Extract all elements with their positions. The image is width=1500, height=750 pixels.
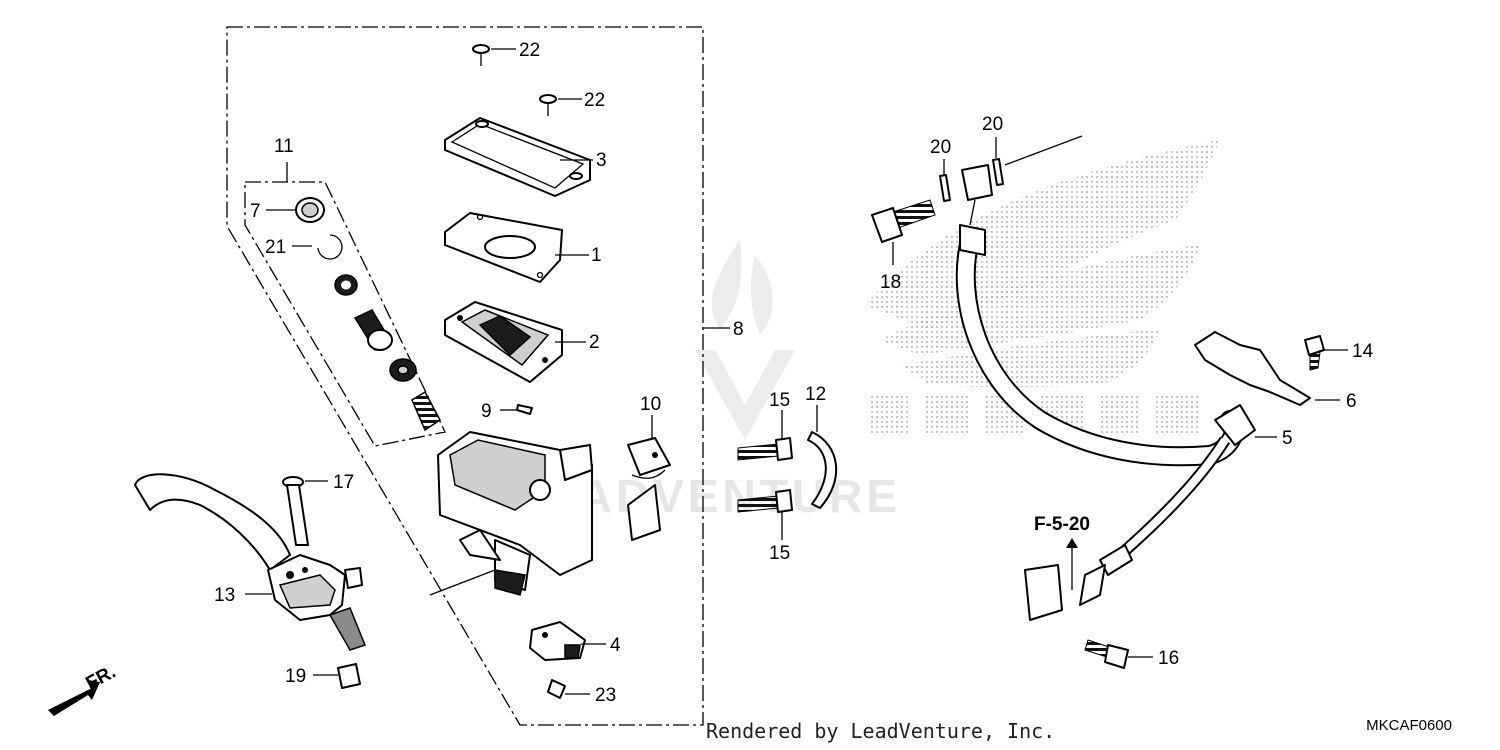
spring — [411, 390, 441, 432]
callout-19[interactable]: 19 — [285, 666, 306, 687]
callout-9[interactable]: 9 — [481, 401, 492, 422]
piston-cap-7 — [295, 197, 325, 223]
callout-numbers: 22 22 3 1 2 9 8 10 15 15 12 11 7 21 17 1… — [214, 40, 1374, 706]
hose-guide — [1194, 331, 1311, 406]
callout-15[interactable]: 15 — [769, 543, 790, 564]
honda-wing-watermark — [865, 140, 1220, 435]
brake-switch — [529, 621, 586, 661]
callout-12[interactable]: 12 — [805, 384, 826, 405]
reference-label[interactable]: F-5-20 — [1034, 514, 1090, 535]
piston-seal — [334, 274, 358, 296]
diaphragm-plate — [444, 212, 563, 283]
switch-screw — [547, 679, 566, 699]
hose-bolt — [1084, 639, 1129, 669]
callout-20[interactable]: 20 — [982, 114, 1003, 135]
screw-22-second — [539, 94, 557, 116]
reference-arrow — [1066, 538, 1078, 590]
piston — [353, 309, 393, 352]
callout-21[interactable]: 21 — [265, 237, 286, 258]
screw-22-top — [472, 44, 490, 66]
brake-lever — [134, 473, 366, 651]
callout-20[interactable]: 20 — [930, 137, 951, 158]
callout-3[interactable]: 3 — [596, 150, 607, 171]
callout-1[interactable]: 1 — [591, 245, 602, 266]
reservoir-cap — [444, 117, 591, 197]
callout-8[interactable]: 8 — [733, 319, 744, 340]
callout-14[interactable]: 14 — [1352, 341, 1374, 362]
callout-23[interactable]: 23 — [595, 685, 616, 706]
front-direction-arrow — [48, 680, 100, 716]
callout-13[interactable]: 13 — [214, 585, 235, 606]
callout-18[interactable]: 18 — [880, 272, 901, 293]
handlebar-holder — [627, 437, 671, 541]
piston-set-outline — [244, 181, 446, 447]
callout-7[interactable]: 7 — [250, 201, 261, 222]
small-pin — [516, 404, 533, 415]
pivot-nut — [337, 663, 361, 689]
callout-22[interactable]: 22 — [584, 90, 605, 111]
brake-hose — [955, 135, 1256, 621]
pivot-bolt — [282, 476, 309, 546]
diagram-code: MKCAF0600 — [1366, 717, 1452, 734]
footer-credit: Rendered by LeadVenture, Inc. — [706, 719, 1056, 743]
sealing-washer-right — [992, 158, 1004, 186]
callout-11[interactable]: 11 — [274, 136, 294, 157]
callout-4[interactable]: 4 — [610, 635, 621, 656]
holder-bolt-lower — [737, 489, 793, 513]
holder-bolt-upper — [737, 437, 793, 461]
guide-bolt — [1304, 335, 1325, 371]
callout-15[interactable]: 15 — [769, 390, 790, 411]
callout-2[interactable]: 2 — [589, 332, 600, 353]
piston-cup — [389, 358, 417, 382]
callout-6[interactable]: 6 — [1346, 391, 1357, 412]
sealing-washer-left — [939, 174, 951, 202]
direction-label: FR. — [82, 662, 119, 695]
master-cylinder-body — [429, 431, 593, 596]
callout-16[interactable]: 16 — [1158, 648, 1179, 669]
diaphragm — [444, 301, 563, 383]
callout-10[interactable]: 10 — [640, 394, 661, 415]
brake-clip — [807, 431, 838, 509]
circlip-21 — [317, 234, 343, 260]
callout-5[interactable]: 5 — [1282, 428, 1293, 449]
banjo-bolt — [871, 199, 936, 243]
leader-lines — [245, 48, 1348, 695]
callout-22[interactable]: 22 — [519, 40, 540, 61]
callout-17[interactable]: 17 — [333, 472, 354, 493]
